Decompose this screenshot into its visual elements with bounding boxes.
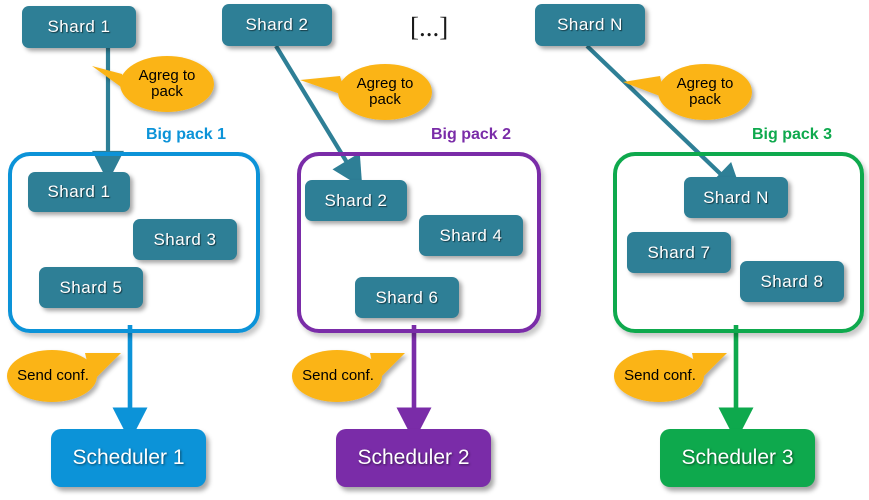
- shard-box-pack2-2[interactable]: Shard 4: [419, 215, 523, 256]
- shard-box-pack2-3[interactable]: Shard 6: [355, 277, 459, 318]
- big-pack-3[interactable]: [613, 152, 864, 333]
- callout-send-1-shape: [7, 350, 121, 402]
- shard-box-pack1-3[interactable]: Shard 5: [39, 267, 143, 308]
- big-pack-2-label: Big pack 2: [431, 126, 512, 143]
- shard-box-pack3-2[interactable]: Shard 7: [627, 232, 731, 273]
- arrow-shardN-to-pack3: [585, 44, 743, 196]
- callout-agreg-2-shape: [300, 64, 432, 120]
- big-pack-1[interactable]: [8, 152, 260, 333]
- shard-box-pack3-1[interactable]: Shard N: [684, 177, 788, 218]
- callout-agreg-1-label: Agreg to pack: [138, 67, 196, 100]
- scheduler-box-3[interactable]: Scheduler 3: [660, 429, 815, 487]
- callout-agreg-3-shape: [623, 64, 752, 120]
- scheduler-box-1[interactable]: Scheduler 1: [51, 429, 206, 487]
- callout-send-conf-2: Send conf.: [293, 360, 383, 392]
- callout-send-1-label: Send conf.: [17, 367, 89, 385]
- scheduler-box-2[interactable]: Scheduler 2: [336, 429, 491, 487]
- big-pack-3-label: Big pack 3: [752, 126, 833, 143]
- shard-box-top-2[interactable]: Shard 2: [222, 4, 332, 46]
- shard-box-pack3-3[interactable]: Shard 8: [740, 261, 844, 302]
- callout-agreg-2-label: Agreg to pack: [356, 75, 414, 108]
- callout-send-2-shape: [292, 350, 405, 402]
- callout-agreg-to-pack-3: Agreg to pack: [658, 64, 752, 120]
- callout-agreg-3-label: Agreg to pack: [676, 75, 734, 108]
- ellipsis-label: [...]: [410, 12, 449, 42]
- callout-send-conf-3: Send conf.: [615, 360, 705, 392]
- callout-send-3-shape: [614, 350, 727, 402]
- shard-box-pack1-1[interactable]: Shard 1: [28, 172, 130, 212]
- shard-box-top-3[interactable]: Shard N: [535, 4, 645, 46]
- callout-send-2-label: Send conf.: [302, 367, 374, 385]
- callout-agreg-to-pack-1: Agreg to pack: [120, 56, 214, 112]
- big-pack-1-label: Big pack 1: [146, 126, 227, 143]
- callout-send-3-label: Send conf.: [624, 367, 696, 385]
- callout-send-conf-1: Send conf.: [8, 360, 98, 392]
- callout-agreg-1-shape: [92, 56, 214, 112]
- shard-box-pack1-2[interactable]: Shard 3: [133, 219, 237, 260]
- callout-agreg-to-pack-2: Agreg to pack: [338, 64, 432, 120]
- shard-box-top-1[interactable]: Shard 1: [22, 6, 136, 48]
- shard-box-pack2-1[interactable]: Shard 2: [305, 180, 407, 221]
- big-pack-2[interactable]: [297, 152, 541, 333]
